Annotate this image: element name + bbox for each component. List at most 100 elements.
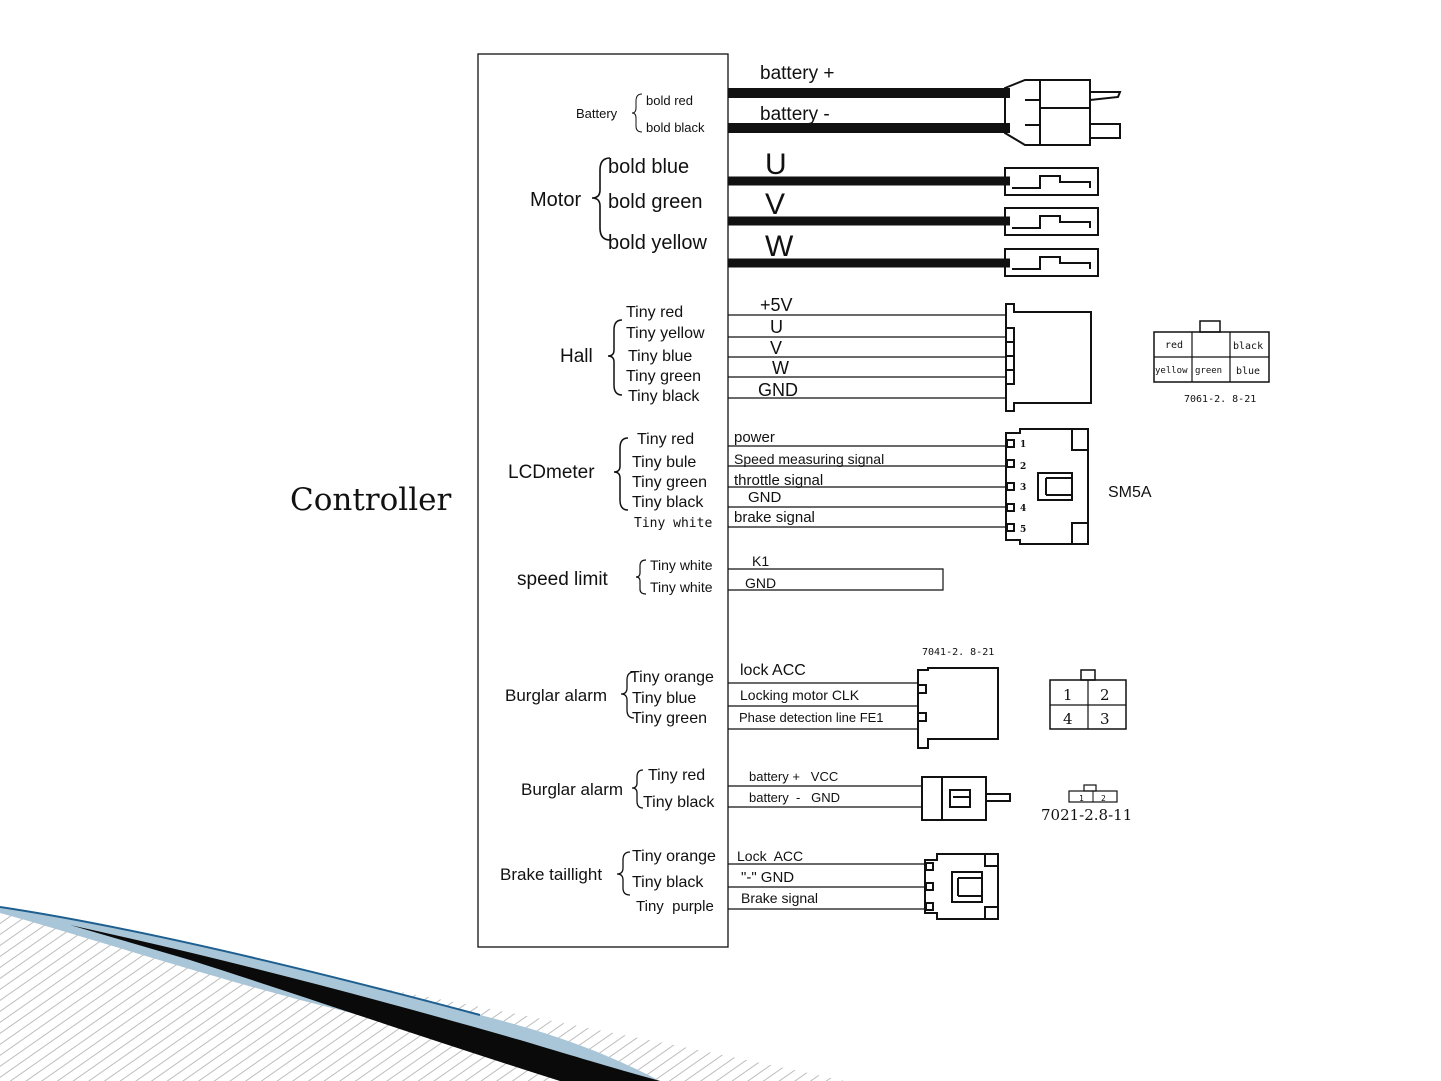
hall-wires: [728, 314, 1006, 399]
motor-spade-connectors: [1004, 167, 1099, 277]
lcd-wire-white: Tiny white: [634, 516, 712, 531]
battery-group-label: Battery: [576, 106, 618, 121]
burglar-1-pin-1: 1: [1063, 686, 1073, 704]
motor-brace: [591, 157, 611, 241]
burglar-2-gnd-label: battery - GND: [749, 790, 840, 805]
burglar-1-group-label: Burglar alarm: [505, 686, 607, 705]
hall-pin-blue: blue: [1236, 366, 1260, 377]
burglar-1-wire-blue: Tiny blue: [632, 690, 696, 707]
burglar-1-pin-3: 3: [1100, 710, 1110, 728]
burglar-2-pin-2: 2: [1101, 794, 1106, 803]
burglar-alarm-1-section: Burglar alarm Tiny orange Tiny blue Tiny…: [505, 647, 1127, 749]
motor-w-label: W: [765, 230, 794, 263]
hall-pin-green: green: [1195, 366, 1222, 376]
burglar-1-brace: [620, 671, 635, 719]
brake-connector: [924, 853, 999, 920]
hall-connector-model: 7061-2. 8-21: [1184, 394, 1256, 405]
lcd-pin-1: 1: [1020, 440, 1026, 450]
speed-limit-section: speed limit Tiny white Tiny white K1 GND: [517, 553, 944, 595]
hall-w-label: W: [772, 358, 789, 378]
brake-gnd-label: "-" GND: [741, 869, 794, 886]
lcd-brake-label: brake signal: [734, 509, 815, 526]
lcd-wire-black: Tiny black: [632, 494, 704, 511]
brake-wire-orange: Tiny orange: [632, 848, 716, 865]
hall-v-label: V: [770, 338, 782, 358]
motor-wire-yellow: bold yellow: [608, 232, 708, 254]
speed-limit-loop: [728, 568, 944, 591]
burglar-1-fe1-label: Phase detection line FE1: [739, 710, 884, 725]
burglar-2-connector-model: 7021-2.8-11: [1041, 806, 1132, 824]
lcd-brace: [613, 437, 629, 511]
controller-box: [477, 53, 729, 948]
brake-wire-black: Tiny black: [632, 874, 704, 891]
battery-wire-red: bold red: [646, 93, 693, 108]
battery-minus-label: battery -: [760, 104, 830, 125]
brake-signal-label: Brake signal: [741, 890, 818, 906]
lcd-throttle-label: throttle signal: [734, 472, 823, 489]
brake-wires: [728, 863, 925, 910]
burglar-2-group-label: Burglar alarm: [521, 780, 623, 799]
burglar-1-wire-orange: Tiny orange: [630, 669, 714, 686]
battery-wire-black: bold black: [646, 120, 705, 135]
lcd-wires: [728, 445, 1006, 528]
battery-brace: [631, 93, 643, 133]
hall-pin-red: red: [1165, 340, 1183, 351]
burglar-2-pin-1: 1: [1079, 794, 1084, 803]
motor-wire-blue: bold blue: [608, 156, 689, 178]
burglar-1-lock-acc-label: lock ACC: [740, 662, 806, 679]
hall-gnd-label: GND: [758, 380, 798, 400]
lcd-power-label: power: [734, 429, 775, 446]
hall-5v-label: +5V: [760, 295, 793, 315]
speed-limit-wire-1: Tiny white: [650, 557, 713, 573]
motor-wire-green: bold green: [608, 191, 703, 213]
motor-section: Motor bold blue bold green bold yellow U…: [530, 148, 1099, 277]
hall-pin-yellow: yellow: [1155, 366, 1188, 376]
speed-limit-gnd-label: GND: [745, 575, 776, 591]
burglar-2-vcc-label: battery + VCC: [749, 769, 838, 784]
decorative-swoosh: [0, 906, 845, 1081]
hall-wire-blue: Tiny blue: [628, 348, 692, 365]
burglar-2-wires: [728, 785, 922, 808]
lcd-wire-green: Tiny green: [632, 474, 707, 491]
hall-pin-black: black: [1233, 341, 1263, 352]
hall-pinout: red black yellow green blue 7061-2. 8-21: [1153, 320, 1270, 405]
hall-u-label: U: [770, 317, 783, 337]
motor-group-label: Motor: [530, 189, 581, 211]
lcd-pin-2: 2: [1020, 462, 1026, 472]
lcd-pin-5: 5: [1020, 525, 1026, 535]
hall-wire-yellow: Tiny yellow: [626, 325, 705, 342]
burglar-1-wire-green: Tiny green: [632, 710, 707, 727]
battery-section: Battery bold red bold black battery + ba…: [576, 63, 1122, 146]
lcd-pin-4: 4: [1020, 504, 1026, 514]
brake-taillight-section: Brake taillight Tiny orange Tiny black T…: [500, 848, 999, 920]
motor-v-label: V: [765, 188, 785, 221]
burglar-2-connector: [921, 776, 1011, 821]
hall-wire-red: Tiny red: [626, 304, 683, 321]
hall-group-label: Hall: [560, 346, 593, 367]
lcd-group-label: LCDmeter: [508, 462, 595, 483]
lcd-gnd-label: GND: [748, 489, 782, 506]
speed-limit-k1-label: K1: [752, 553, 769, 569]
burglar-1-pinout: 1 2 4 3: [1049, 669, 1127, 730]
burglar-1-clk-label: Locking motor CLK: [740, 687, 860, 703]
controller-label: Controller: [290, 482, 451, 518]
motor-u-label: U: [765, 148, 787, 181]
lcd-wire-red: Tiny red: [637, 431, 694, 448]
burglar-1-connector-model: 7041-2. 8-21: [922, 647, 994, 658]
hall-wire-black: Tiny black: [628, 388, 700, 405]
hall-wire-green: Tiny green: [626, 368, 701, 385]
burglar-2-wire-black: Tiny black: [643, 794, 715, 811]
battery-plug-connector: [1004, 79, 1122, 146]
speed-limit-wire-2: Tiny white: [650, 579, 713, 595]
brake-wire-purple: Tiny purple: [636, 898, 714, 915]
burglar-1-pin-4: 4: [1063, 710, 1073, 728]
brake-brace: [616, 851, 631, 896]
lcd-speed-label: Speed measuring signal: [734, 451, 884, 467]
burglar-2-wire-red: Tiny red: [648, 767, 705, 784]
speed-limit-brace: [635, 559, 647, 595]
brake-lock-acc-label: Lock ACC: [737, 848, 803, 864]
burglar-alarm-2-section: Burglar alarm Tiny red Tiny black batter…: [521, 767, 1132, 824]
battery-plus-label: battery +: [760, 63, 834, 84]
lcd-section: LCDmeter Tiny red Tiny bule Tiny green T…: [508, 428, 1152, 545]
